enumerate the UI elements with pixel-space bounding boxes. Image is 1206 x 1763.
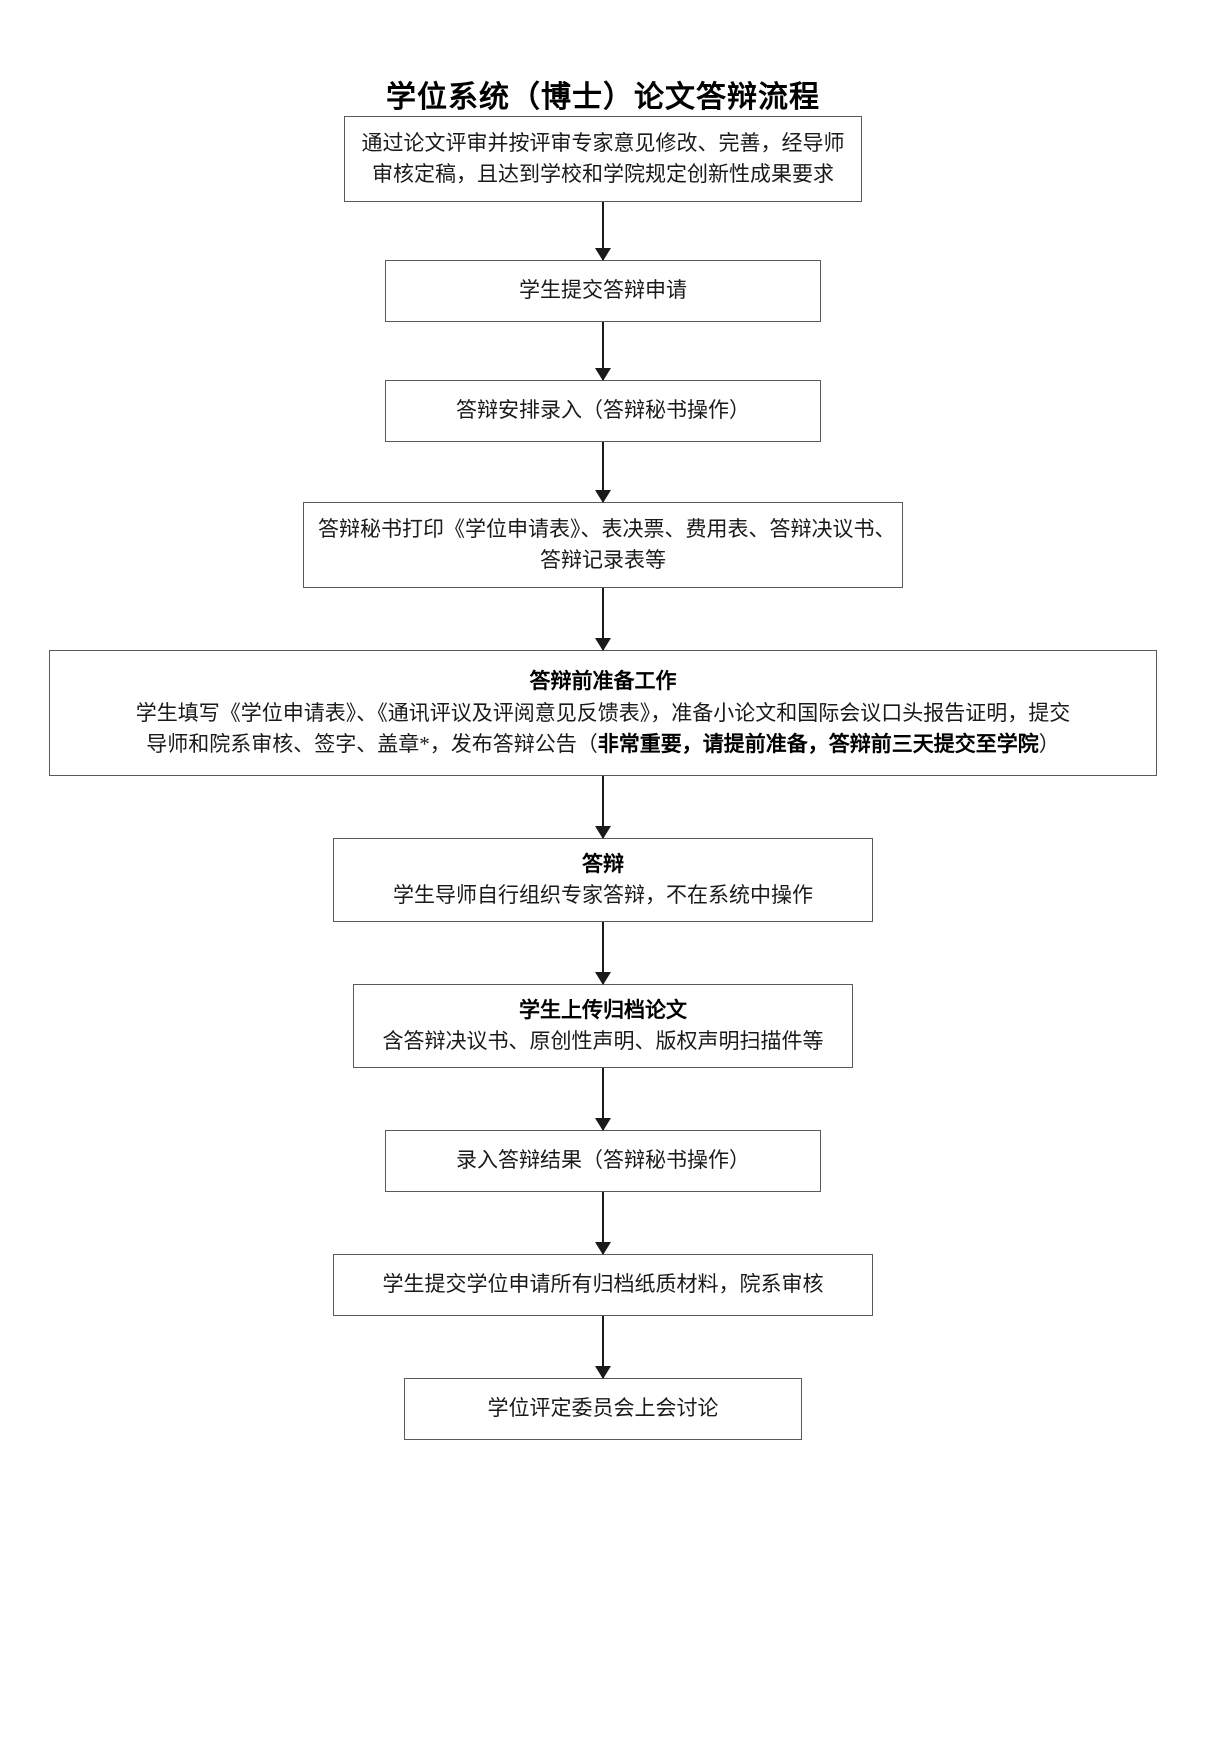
connector-arrow-9 [602,1316,604,1378]
pre-defense-preparation-line-1: 学生填写《学位申请表》、《通讯评议及评阅意见反馈表》，准备小论文和国际会议口头报… [135,700,1071,725]
enter-defense-result-label: 录入答辩结果（答辩秘书操作） [456,1148,750,1173]
connector-arrow-1 [602,202,604,260]
connector-arrow-6 [602,922,604,984]
pre-defense-preparation-line-2: 导师和院系审核、签字、盖章*，发布答辩公告（非常重要，请提前准备，答辩前三天提交… [60,729,1146,760]
submit-defense-application-label: 学生提交答辩申请 [519,278,687,303]
upload-archive-thesis-heading: 学生上传归档论文 [519,997,687,1022]
connector-arrow-4 [602,588,604,650]
connector-arrow-8 [602,1192,604,1254]
connector-arrow-2 [602,322,604,380]
upload-archive-thesis-sub-label: 含答辩决议书、原创性声明、版权声明扫描件等 [382,1029,824,1053]
defense-arrangement-entry-label: 答辩安排录入（答辩秘书操作） [456,398,750,423]
pre-defense-prep-suffix: ） [1038,731,1060,756]
submit-paper-materials-label: 学生提交学位申请所有归档纸质材料，院系审核 [382,1272,824,1297]
pre-defense-preparation-box: 答辩前准备工作 学生填写《学位申请表》、《通讯评议及评阅意见反馈表》，准备小论文… [49,650,1157,776]
pre-defense-preparation-heading: 答辩前准备工作 [529,669,677,694]
flowchart: 通过论文评审并按评审专家意见修改、完善，经导师 审核定稿，且达到学校和学院规定创… [0,116,1206,1440]
connector-arrow-3 [602,442,604,502]
requirements-line-2: 审核定稿，且达到学校和学院规定创新性成果要求 [372,162,834,186]
upload-archive-thesis-box: 学生上传归档论文 含答辩决议书、原创性声明、版权声明扫描件等 [353,984,853,1068]
submit-defense-application-box: 学生提交答辩申请 [385,260,821,322]
defense-box: 答辩 学生导师自行组织专家答辩，不在系统中操作 [333,838,873,922]
pre-defense-prep-emphasis: 非常重要，请提前准备，答辩前三天提交至学院 [597,731,1039,756]
degree-committee-discussion-label: 学位评定委员会上会讨论 [487,1396,719,1421]
defense-arrangement-entry-box: 答辩安排录入（答辩秘书操作） [385,380,821,442]
requirements-line-1: 通过论文评审并按评审专家意见修改、完善，经导师 [361,130,845,155]
secretary-print-forms-box: 答辩秘书打印《学位申请表》、表决票、费用表、答辩决议书、 答辩记录表等 [303,502,903,588]
connector-arrow-5 [602,776,604,838]
page-title: 学位系统（博士）论文答辩流程 [386,80,820,115]
secretary-print-forms-line-1: 答辩秘书打印《学位申请表》、表决票、费用表、答辩决议书、 [318,516,896,541]
secretary-print-forms-line-2: 答辩记录表等 [540,548,666,572]
requirements-box: 通过论文评审并按评审专家意见修改、完善，经导师 审核定稿，且达到学校和学院规定创… [344,116,862,202]
submit-paper-materials-box: 学生提交学位申请所有归档纸质材料，院系审核 [333,1254,873,1316]
enter-defense-result-box: 录入答辩结果（答辩秘书操作） [385,1130,821,1192]
degree-committee-discussion-box: 学位评定委员会上会讨论 [404,1378,802,1440]
defense-heading: 答辩 [582,851,624,876]
connector-arrow-7 [602,1068,604,1130]
pre-defense-prep-prefix: 导师和院系审核、签字、盖章*，发布答辩公告（ [146,731,598,756]
defense-sub-label: 学生导师自行组织专家答辩，不在系统中操作 [393,883,813,907]
